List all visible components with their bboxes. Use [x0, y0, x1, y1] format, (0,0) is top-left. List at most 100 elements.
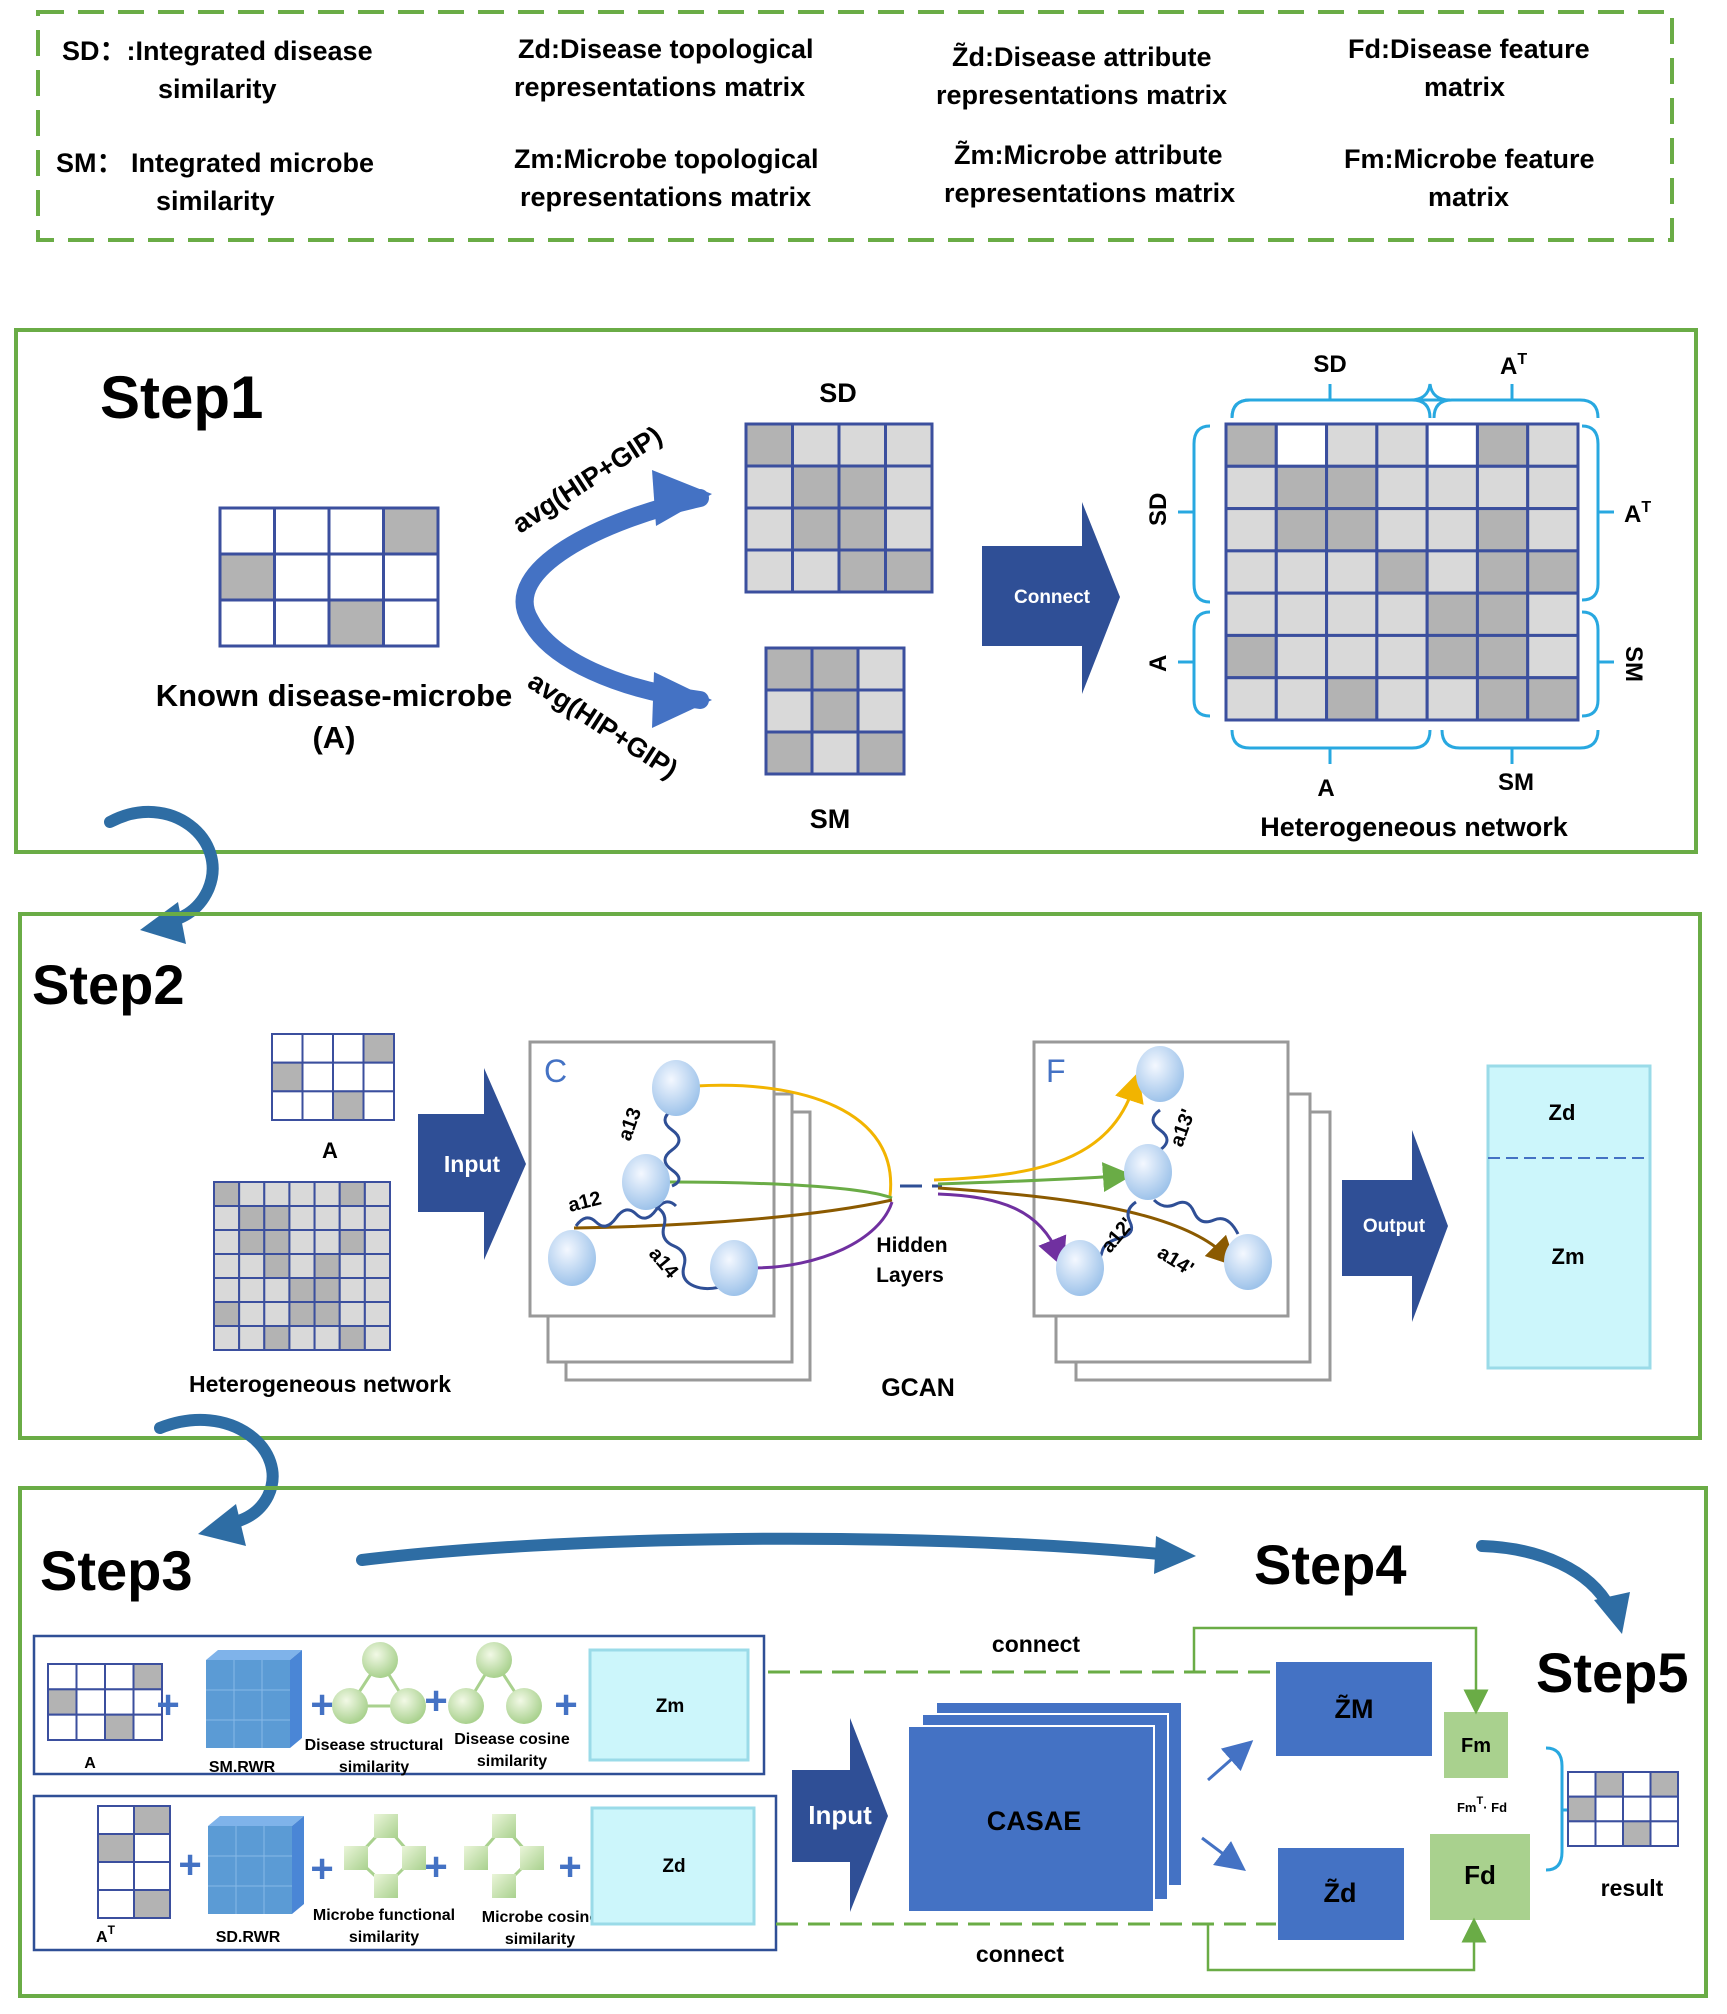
matrix-cell — [273, 506, 331, 556]
plus-2: + — [310, 1683, 333, 1727]
known-label: Known disease-microbe — [156, 678, 513, 713]
f-node-top — [1136, 1046, 1184, 1102]
plus-8: + — [558, 1845, 581, 1889]
connect-bottom-label: connect — [976, 1941, 1065, 1967]
step3-zd-box — [590, 1806, 756, 1926]
matrix-cell — [1224, 633, 1278, 680]
matrix-cell — [301, 1090, 334, 1122]
matrix-cell — [213, 1325, 241, 1351]
matrix-cell — [263, 1205, 291, 1231]
connect-top-label: connect — [992, 1631, 1081, 1657]
step3-input-label: Input — [808, 1800, 872, 1830]
legend-sm: SM： Integrated microbe — [56, 148, 374, 178]
matrix-cell — [263, 1181, 291, 1207]
het-sm-right: SM — [1620, 646, 1647, 682]
matrix-cell — [263, 1253, 291, 1279]
c-edge-purple — [751, 1201, 894, 1270]
f-node-left — [1056, 1240, 1104, 1296]
matrix-cell — [744, 464, 794, 510]
matrix-cell — [47, 1663, 78, 1691]
matrix-cell — [1425, 676, 1479, 722]
legend-box — [36, 10, 1674, 242]
matrix-cell — [133, 1889, 171, 1919]
het-sd-left: SD — [1145, 493, 1172, 526]
plus-3: + — [424, 1679, 447, 1723]
step3-zd: Zd — [662, 1856, 685, 1877]
matrix-cell — [837, 464, 887, 510]
step3-zm-box — [588, 1648, 750, 1762]
legend-fm-2: matrix — [1428, 182, 1509, 212]
matrix-cell — [332, 1033, 365, 1064]
matrix-cell — [213, 1181, 241, 1207]
matrix-cell — [271, 1033, 304, 1064]
matrix-cell — [332, 1090, 365, 1122]
dis-struct-label: Disease structural — [305, 1737, 444, 1754]
matrix-cell — [363, 1325, 392, 1351]
c-label: C — [544, 1053, 567, 1089]
matrix-cell — [1526, 633, 1580, 680]
known-label-2: (A) — [312, 720, 355, 755]
f-wave-a14 — [1152, 1198, 1240, 1235]
matrix-cell — [313, 1277, 341, 1303]
matrix-cell — [1475, 507, 1530, 553]
matrix-cell — [1622, 1771, 1652, 1798]
matrix-cell — [238, 1325, 266, 1351]
matrix-cell — [327, 552, 385, 602]
matrix-cell — [1325, 464, 1379, 511]
connect-label: Connect — [1014, 587, 1091, 608]
sm-label: SM — [810, 804, 851, 834]
matrix-cell — [884, 464, 934, 510]
matrix-cell — [362, 1061, 395, 1093]
fmfd-label: FmT· Fd — [1457, 1795, 1507, 1815]
matrix-cell — [1375, 676, 1429, 722]
step2-title: Step2 — [32, 953, 185, 1016]
matrix-cell — [1274, 464, 1329, 511]
matrix-cell — [856, 646, 906, 692]
step2-input-arrow — [418, 1068, 526, 1260]
matrix-cell — [744, 422, 794, 468]
zd-zm-box — [1486, 1064, 1652, 1370]
matrix-cell — [1325, 591, 1379, 637]
matrix-cell — [1526, 422, 1580, 468]
c-node-left — [548, 1230, 596, 1286]
connect-bottom-line — [1206, 1917, 1487, 1972]
c-node-mid — [622, 1154, 670, 1210]
matrix-cell — [313, 1325, 341, 1351]
step4-to-step5-arrow — [1476, 1540, 1616, 1614]
matrix-cell — [271, 1090, 304, 1122]
matrix-cell — [213, 1229, 241, 1255]
matrix-cell — [288, 1301, 316, 1327]
matrix-cell — [1594, 1795, 1624, 1823]
dis-struct-label-2: similarity — [339, 1759, 409, 1776]
legend-sd: SD：:Integrated disease — [62, 36, 373, 66]
fm-label: Fm — [1461, 1735, 1491, 1757]
connect-arrow — [982, 502, 1120, 694]
legend-fm: Fm:Microbe feature — [1344, 144, 1595, 174]
matrix-cell — [382, 506, 440, 556]
legend-zd-2: representations matrix — [514, 72, 805, 102]
sm-rwr-label: SM.RWR — [209, 1759, 276, 1776]
matrix-cell — [1425, 633, 1479, 680]
sd-rwr-label: SD.RWR — [216, 1929, 281, 1946]
matrix-cell — [301, 1033, 334, 1064]
matrix-cell — [1274, 422, 1329, 468]
matrix-cell — [313, 1253, 341, 1279]
matrix-cell — [288, 1181, 316, 1207]
matrix-cell — [791, 464, 841, 510]
matrix-cell — [238, 1277, 266, 1303]
matrix-cell — [213, 1205, 241, 1231]
disease-structural-graph — [332, 1642, 426, 1724]
plus-4: + — [554, 1683, 577, 1727]
matrix-cell — [1567, 1795, 1597, 1823]
matrix-cell — [1475, 591, 1530, 637]
matrix-cell — [791, 548, 841, 594]
plus-7: + — [424, 1845, 447, 1889]
matrix-cell — [213, 1301, 241, 1327]
matrix-cell — [810, 730, 860, 776]
step3-to-step4-arrowhead — [1154, 1536, 1196, 1574]
matrix-cell — [1274, 676, 1329, 722]
zm-tilde-label: Z̃M — [1335, 1693, 1374, 1724]
c-node-top — [652, 1060, 700, 1116]
curl-arrowhead-1 — [140, 902, 186, 944]
matrix-cell — [213, 1253, 241, 1279]
